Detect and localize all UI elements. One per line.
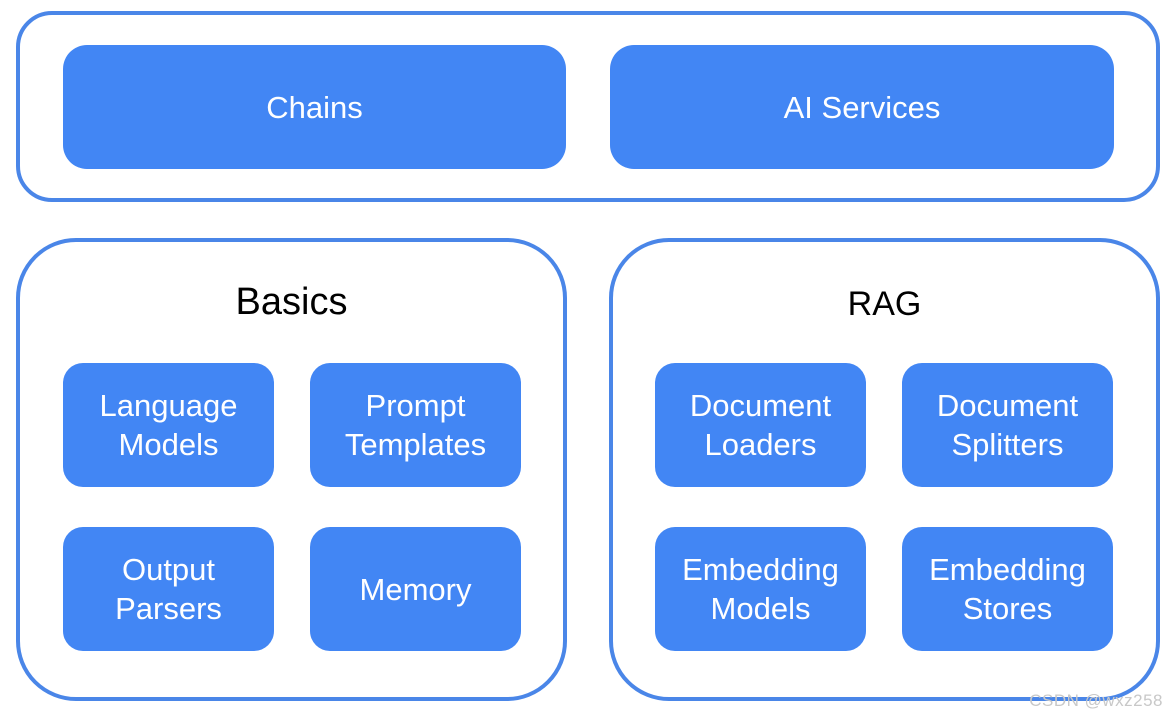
chains-block: Chains <box>63 45 566 169</box>
language-models-block: Language Models <box>63 363 274 487</box>
memory-block: Memory <box>310 527 521 651</box>
document-loaders-block: Document Loaders <box>655 363 866 487</box>
output-parsers-block: Output Parsers <box>63 527 274 651</box>
embedding-models-block: Embedding Models <box>655 527 866 651</box>
embedding-stores-block: Embedding Stores <box>902 527 1113 651</box>
prompt-templates-block: Prompt Templates <box>310 363 521 487</box>
watermark-text: CSDN @wxz258 <box>1029 691 1163 710</box>
rag-title: RAG <box>847 285 922 323</box>
ai-services-block: AI Services <box>610 45 1114 169</box>
basics-title: Basics <box>235 281 348 323</box>
document-splitters-block: Document Splitters <box>902 363 1113 487</box>
